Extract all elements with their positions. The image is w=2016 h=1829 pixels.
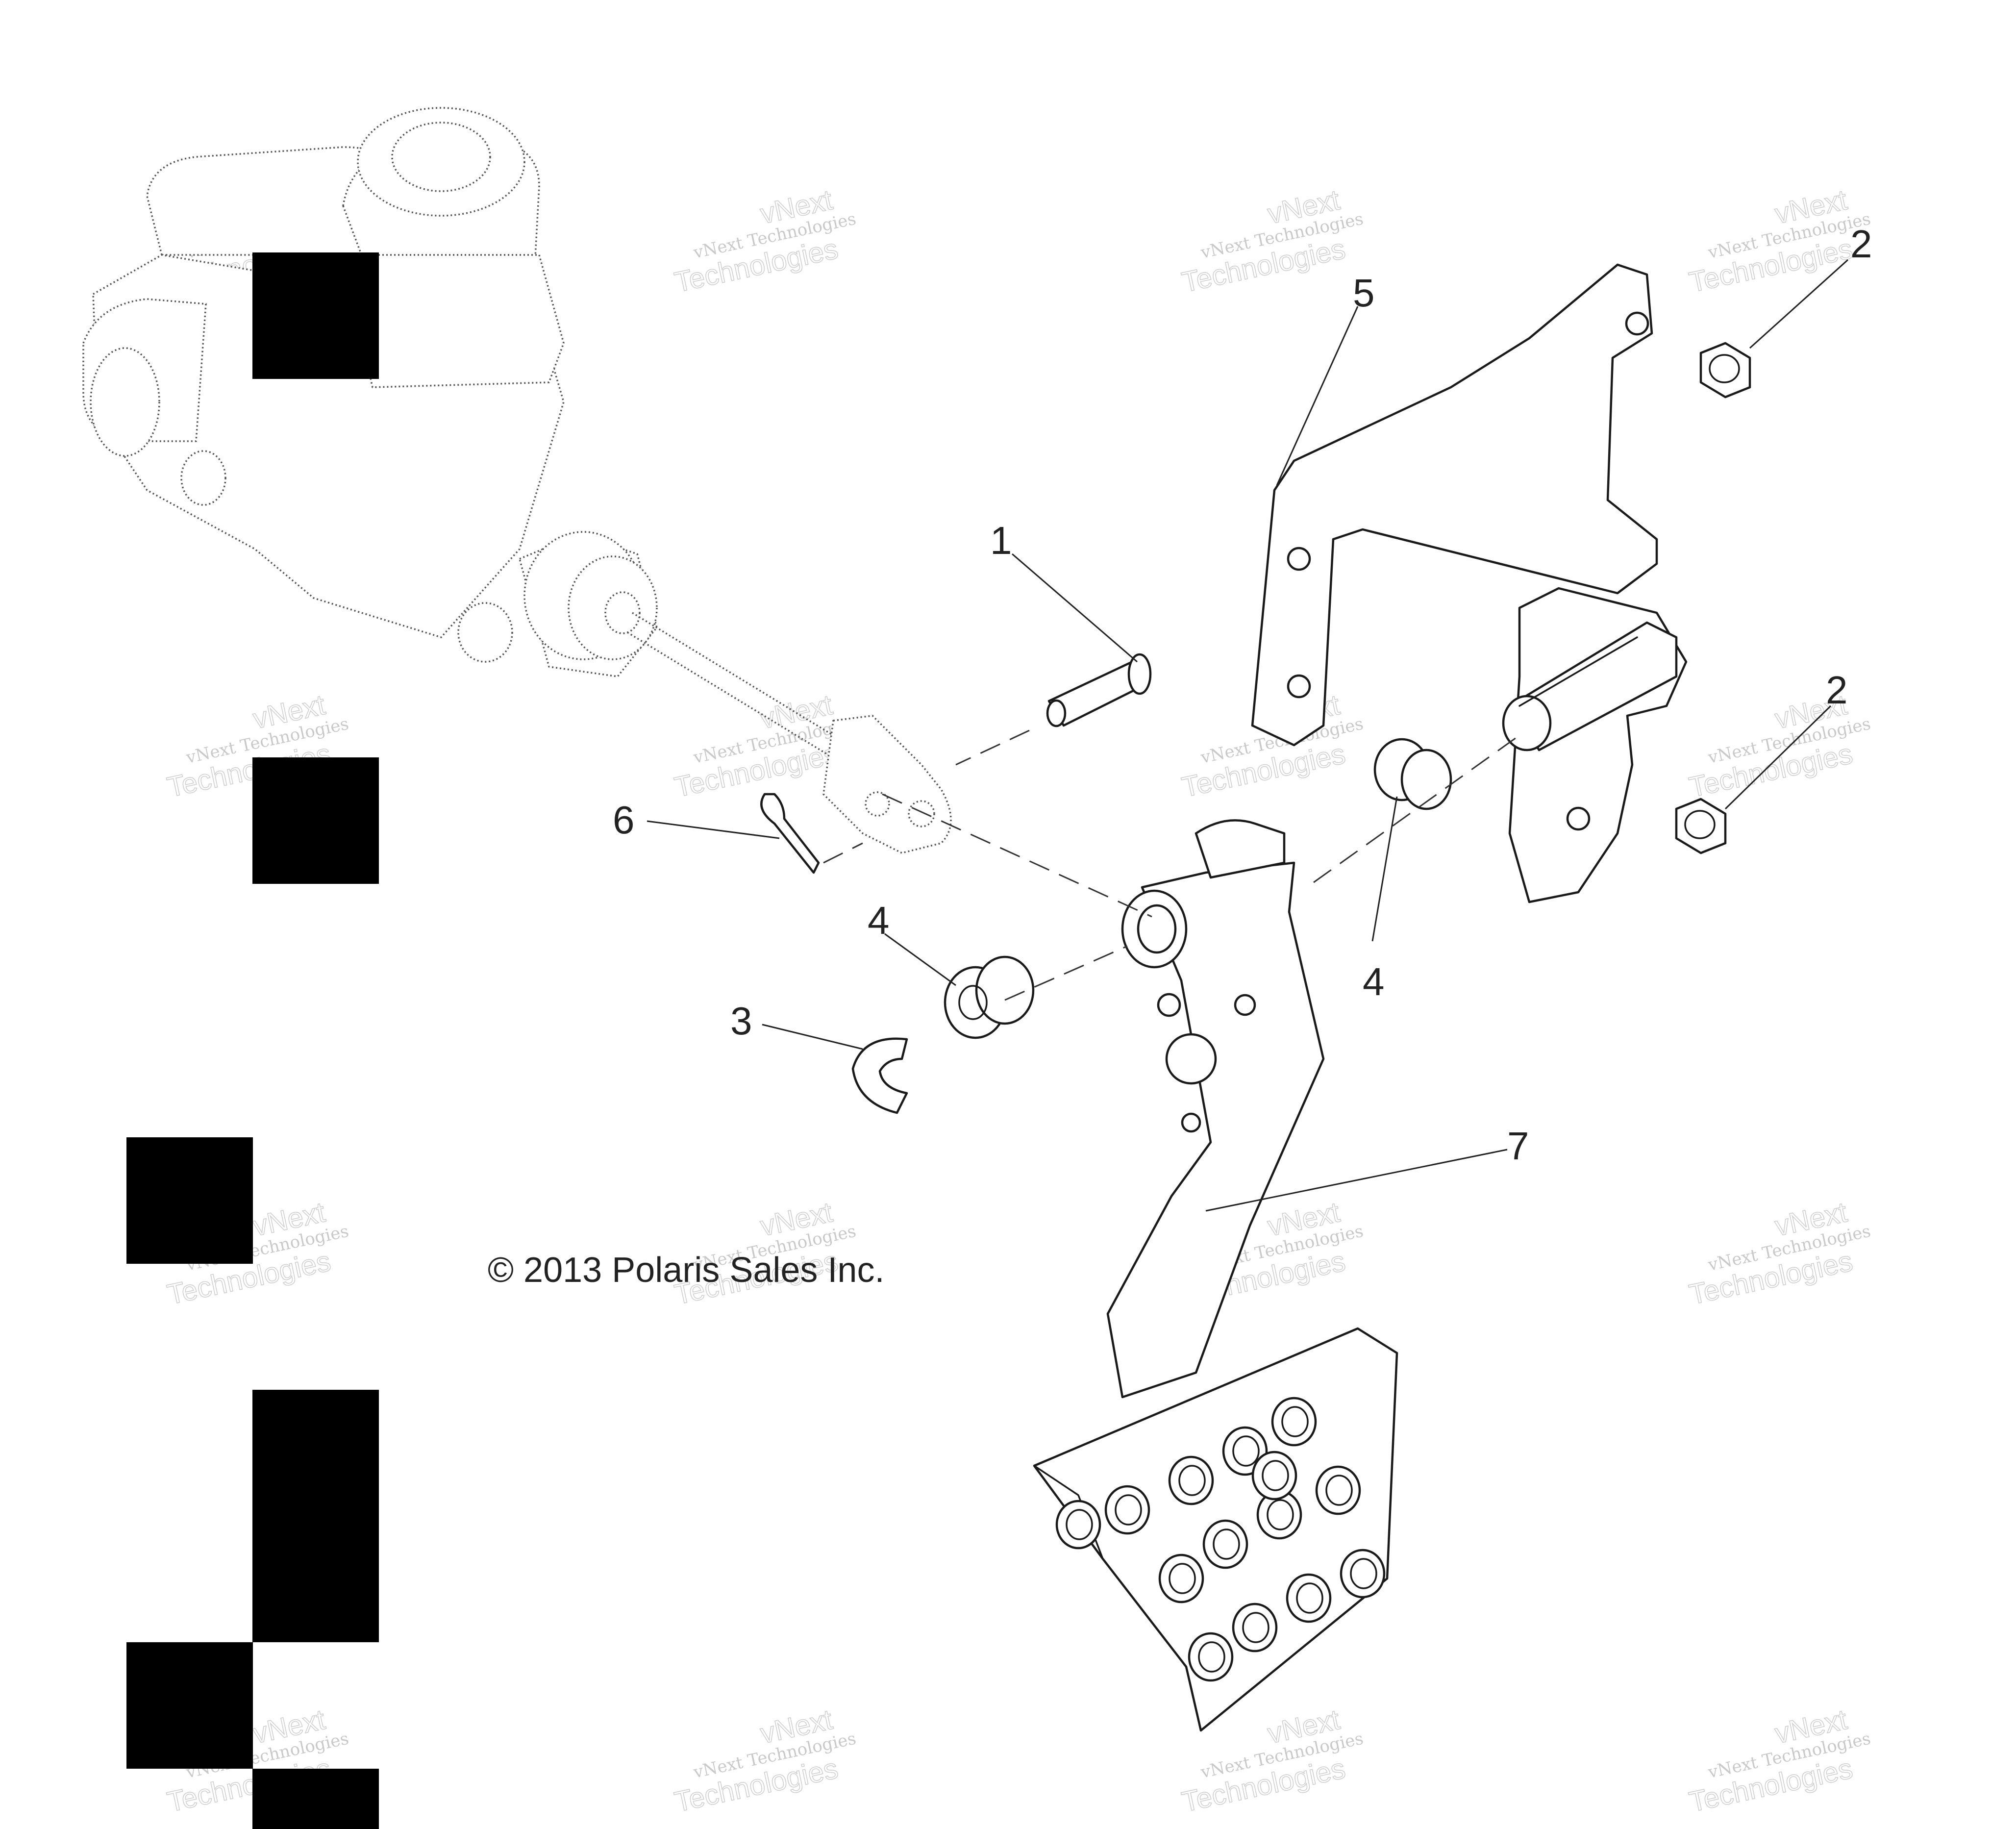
e-clip — [851, 1037, 908, 1114]
pedal-hole — [1271, 1397, 1317, 1447]
bushing-right — [1373, 738, 1452, 810]
pedal-hole-inner — [1169, 1563, 1196, 1594]
pedal-hole-inner — [1350, 1558, 1377, 1589]
pedal-hole-inner — [1198, 1641, 1225, 1673]
callout-4-left: 4 — [868, 899, 890, 942]
pedal-hole — [1251, 1451, 1297, 1501]
callout-1: 1 — [990, 519, 1012, 562]
callout-3: 3 — [730, 999, 752, 1043]
pedal-hole-inner — [1296, 1582, 1323, 1614]
pedal-hole-inner — [1115, 1494, 1142, 1526]
clevis-pin — [1046, 653, 1152, 727]
copyright-notice: © 2013 Polaris Sales Inc. — [488, 1251, 884, 1290]
pedal-hole — [1168, 1455, 1214, 1505]
bushing-left — [944, 955, 1035, 1039]
pedal-hole-inner — [1232, 1435, 1260, 1467]
pedal-hole-inner — [1066, 1509, 1093, 1540]
pedal-hole-inner — [1262, 1460, 1289, 1491]
master-cylinder-ghost — [82, 107, 952, 854]
flange-nut-upper — [1699, 342, 1751, 399]
pedal-hole — [1340, 1549, 1386, 1599]
callout-2-upper: 2 — [1850, 222, 1872, 266]
pedal-hole — [1055, 1500, 1101, 1550]
pedal-hole-inner — [1178, 1465, 1206, 1496]
pedal-hole — [1158, 1553, 1204, 1604]
pedal-hole-inner — [1242, 1612, 1269, 1643]
pedal-hole — [1286, 1573, 1332, 1623]
callout-5: 5 — [1353, 271, 1375, 315]
pedal-hole — [1315, 1465, 1361, 1515]
callout-2-lower: 2 — [1826, 668, 1848, 712]
pedal-hole-inner — [1325, 1475, 1353, 1506]
pedal-hole-inner — [1213, 1528, 1240, 1560]
pedal-hole — [1232, 1603, 1278, 1653]
pedal-bracket — [1251, 263, 1688, 903]
redaction-blocks — [126, 252, 379, 1829]
pedal-hole — [1188, 1632, 1234, 1682]
callout-4-right: 4 — [1363, 960, 1385, 1003]
callout-6: 6 — [613, 798, 635, 842]
assembly-center-lines — [823, 729, 1520, 1001]
pedal-hole — [1202, 1519, 1248, 1569]
pedal-hole-inner — [1281, 1406, 1309, 1437]
callout-labels: 1 2 2 3 4 4 5 6 7 — [613, 222, 1872, 1168]
callout-7: 7 — [1507, 1124, 1529, 1168]
pedal-hole — [1104, 1485, 1150, 1535]
pedal-pad-holes — [1055, 1397, 1386, 1682]
cotter-pin — [760, 793, 820, 874]
pedal-hole-inner — [1267, 1499, 1294, 1530]
flange-nut-lower — [1675, 798, 1727, 854]
leader-lines — [647, 259, 1849, 1212]
